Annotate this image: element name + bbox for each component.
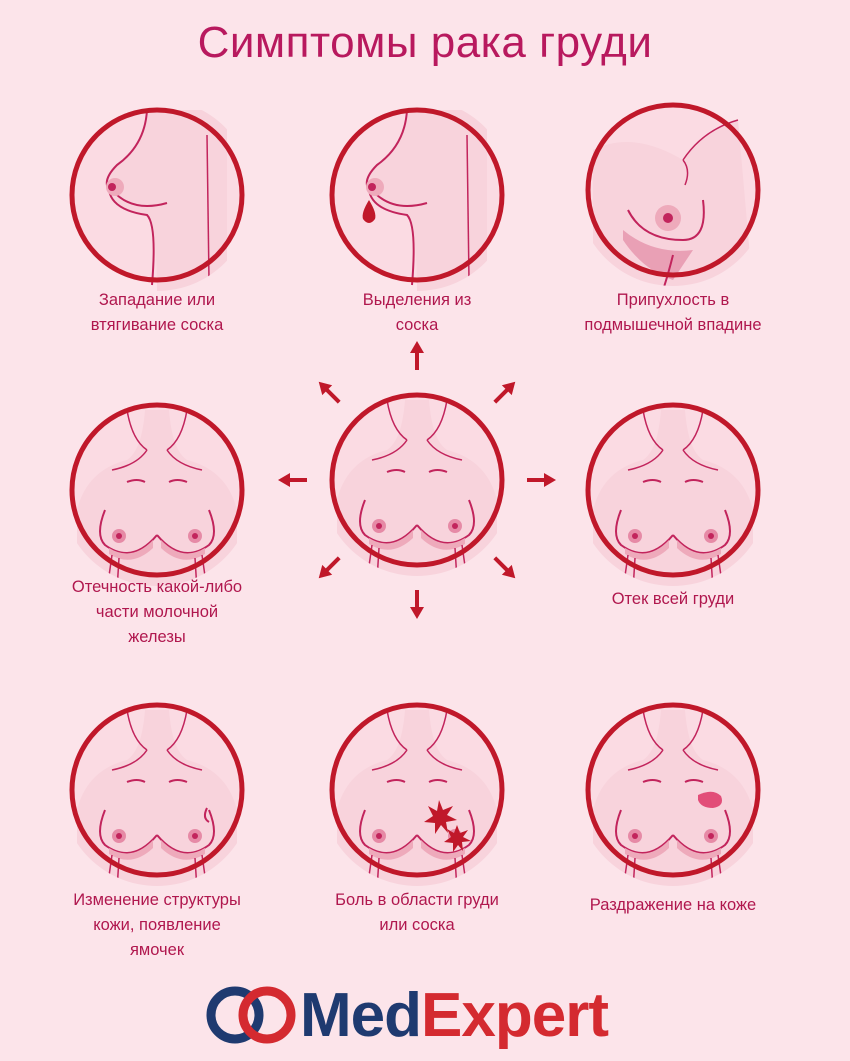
- symptom-label-3: Припухлость в подмышечной впадине: [553, 288, 793, 338]
- symptom-illustration-2: [317, 95, 517, 295]
- ring: [329, 392, 505, 568]
- ring: [329, 702, 505, 878]
- label-line: втягивание соска: [90, 316, 224, 334]
- ring: [69, 402, 245, 578]
- ring: [69, 702, 245, 878]
- label-line: Боль в области груди: [335, 891, 499, 909]
- logo-med: Med: [300, 980, 422, 1050]
- label-line: кожи, появление: [93, 916, 221, 934]
- arrow-1: [493, 381, 516, 404]
- symptom-label-4: Отечность какой-либо части молочной железы: [37, 575, 277, 650]
- rings-logo-icon: [206, 986, 296, 1044]
- symptom-label-6: Отек всей груди: [553, 587, 793, 612]
- arrow-3: [493, 556, 516, 579]
- symptom-label-9: Раздражение на коже: [553, 893, 793, 918]
- symptom-illustration-9: [573, 690, 773, 890]
- label-line: железы: [128, 628, 186, 646]
- symptom-label-1: Западание или втягивание соска: [37, 288, 277, 338]
- arrow-2: [527, 473, 556, 487]
- symptom-illustration-3: [573, 90, 773, 290]
- label-line: Изменение структуры: [73, 891, 241, 909]
- page-title: Симптомы рака груди: [197, 18, 653, 67]
- label-line: соска: [395, 316, 439, 334]
- symptom-label-2: Выделения из соска: [297, 288, 537, 338]
- symptom-illustration-5: [317, 380, 517, 580]
- label-line: Отечность какой-либо: [71, 578, 243, 596]
- label-line: или соска: [379, 916, 455, 934]
- arrow-4: [410, 590, 424, 619]
- logo-expert: Expert: [421, 980, 609, 1050]
- label-line: Западание или: [98, 291, 216, 309]
- symptom-label-7: Изменение структуры кожи, появление ямочек: [37, 888, 277, 963]
- ring: [69, 107, 245, 283]
- label-line: Припухлость в: [616, 291, 730, 309]
- symptom-illustration-1: [57, 95, 257, 295]
- label-line: Раздражение на коже: [589, 896, 757, 914]
- symptom-illustration-4: [57, 390, 257, 590]
- arrow-7: [318, 381, 341, 404]
- ring: [585, 702, 761, 878]
- label-line: Выделения из: [362, 291, 472, 309]
- ring: [585, 402, 761, 578]
- arrow-5: [318, 556, 341, 579]
- ring: [585, 102, 761, 278]
- arrow-6: [278, 473, 307, 487]
- arrow-0: [410, 341, 424, 370]
- symptom-illustration-8: [317, 690, 517, 890]
- label-line: ямочек: [129, 941, 185, 959]
- symptom-illustration-6: [573, 390, 773, 590]
- symptom-label-8: Боль в области груди или соска: [297, 888, 537, 938]
- label-line: подмышечной впадине: [584, 316, 762, 334]
- ring: [329, 107, 505, 283]
- label-line: Отек всей груди: [611, 590, 735, 608]
- label-line: части молочной: [95, 603, 219, 621]
- symptom-illustration-7: [57, 690, 257, 890]
